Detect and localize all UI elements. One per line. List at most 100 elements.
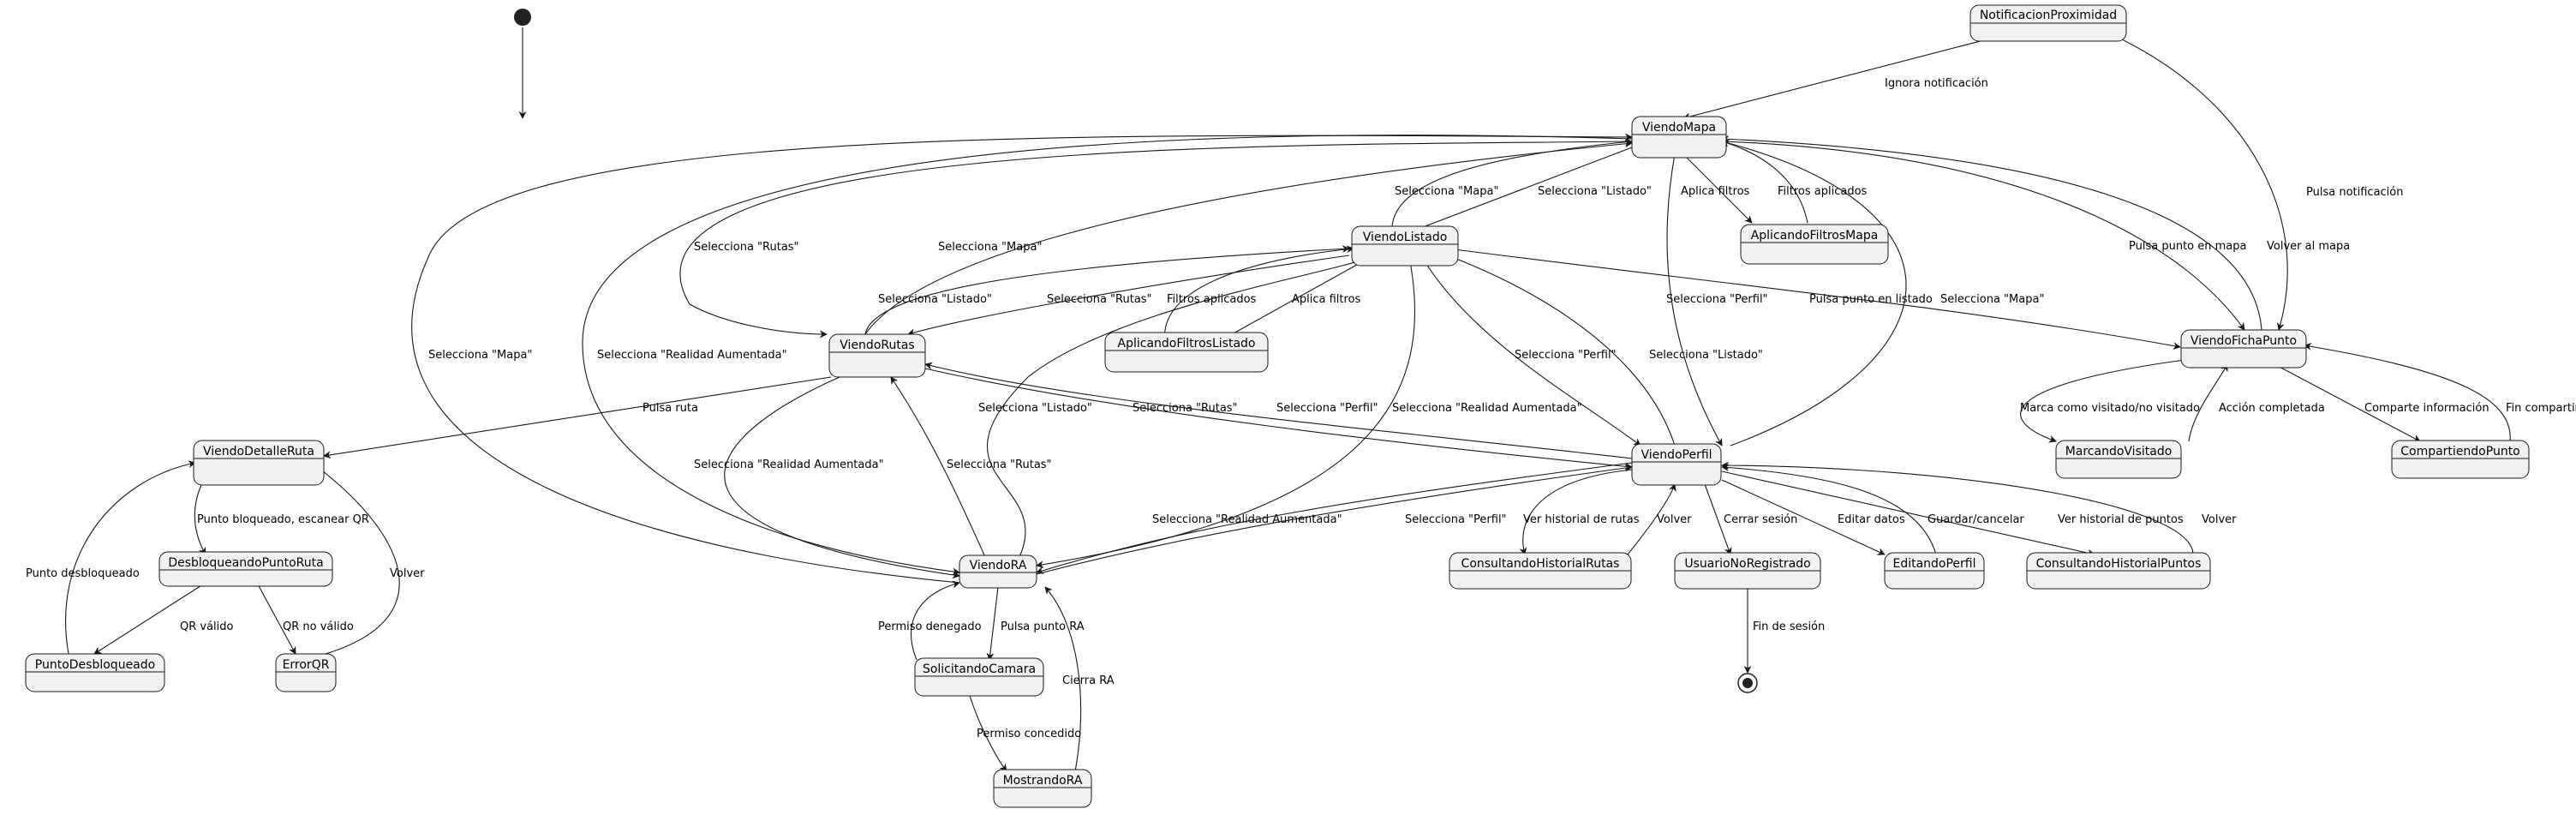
edge-perfil-historialrutas — [1519, 469, 1633, 555]
label-pulsa-punto-mapa: Pulsa punto en mapa — [2129, 240, 2246, 253]
state-label: ConsultandoHistorialRutas — [1461, 557, 1620, 571]
edge-mostrando-ra — [1044, 586, 1082, 772]
edge-historialrutas-perfil — [1627, 483, 1676, 555]
label-volver-historial-puntos: Volver — [2202, 513, 2237, 526]
transitions — [65, 27, 2511, 772]
state-solicitando-camara: SolicitandoCamara — [914, 657, 1044, 697]
state-editando-perfil: EditandoPerfil — [1884, 552, 1985, 590]
edge-ra-solicitando — [986, 586, 999, 661]
edge-ra-mapa — [411, 133, 1633, 584]
edge-notif-ficha — [2107, 32, 2288, 331]
edge-perfil-editando — [1721, 479, 1886, 555]
label-pulsa-punto-listado: Pulsa punto en listado — [1809, 293, 1933, 306]
state-viendo-ra: ViendoRA — [959, 554, 1037, 589]
edge-mapa-listado — [1404, 147, 1633, 236]
label-rutas-mapa: Selecciona "Mapa" — [938, 241, 1042, 254]
label-pulsa-notificacion: Pulsa notificación — [2306, 186, 2404, 199]
edge-historialpuntos-perfil — [1721, 461, 2194, 555]
state-viendo-mapa: ViendoMapa — [1631, 116, 1727, 159]
label-rutas-perfil: Selecciona "Perfil" — [1276, 402, 1378, 415]
state-viendo-rutas: ViendoRutas — [828, 333, 926, 378]
label-mapa-rutas: Selecciona "Rutas" — [694, 241, 799, 254]
label-ra-rutas: Selecciona "Rutas" — [947, 458, 1052, 471]
label-pulsa-punto-ra: Pulsa punto RA — [1001, 620, 1085, 633]
label-qr-no-valido: QR no válido — [283, 620, 354, 633]
label-rutas-ra: Selecciona "Realidad Aumentada" — [694, 458, 884, 471]
label-listado-ra: Selecciona "Realidad Aumentada" — [1392, 402, 1582, 415]
label-aplica-filtros-listado: Aplica filtros — [1292, 293, 1361, 306]
edge-listado-mapa — [1391, 138, 1633, 235]
state-label: MarcandoVisitado — [2065, 445, 2173, 458]
state-notificacion-proximidad: NotificacionProximidad — [1969, 4, 2127, 42]
state-label: NotificacionProximidad — [1980, 9, 2117, 22]
edge-perfil-ra — [1036, 462, 1633, 574]
label-perfil-rutas: Selecciona "Rutas" — [1133, 402, 1238, 415]
label-aplica-filtros-mapa: Aplica filtros — [1681, 185, 1750, 198]
state-label: MostrandoRA — [1003, 774, 1083, 788]
label-punto-bloqueado: Punto bloqueado, escanear QR — [197, 513, 369, 526]
state-label: ViendoListado — [1363, 231, 1448, 244]
state-label: ErrorQR — [283, 658, 330, 672]
edge-desbloqueando-error — [256, 582, 296, 655]
edge-filtroslistado-listado — [1164, 245, 1354, 344]
state-label: AplicandoFiltrosListado — [1118, 337, 1256, 351]
label-filtros-aplicados-mapa: Filtros aplicados — [1778, 185, 1868, 198]
label-listado-perfil: Selecciona "Perfil" — [1515, 349, 1617, 362]
edge-filtrosmapa-mapa — [1721, 140, 1808, 224]
state-mostrando-ra: MostrandoRA — [993, 769, 1092, 808]
label-volver-mapa: Volver al mapa — [2267, 240, 2350, 253]
label-rutas-listado: Selecciona "Listado" — [878, 293, 992, 306]
edge-error-detalle — [314, 464, 400, 655]
state-error-qr: ErrorQR — [275, 653, 337, 692]
edge-mapa-perfil — [1666, 153, 1723, 446]
edge-perfil-rutas — [924, 362, 1633, 459]
state-label: ViendoDetalleRuta — [203, 445, 314, 458]
label-qr-valido: QR válido — [180, 620, 234, 633]
edge-ra-listado — [986, 255, 1372, 558]
label-perfil-ra: Selecciona "Realidad Aumentada" — [1152, 513, 1342, 526]
state-viendo-perfil: ViendoPerfil — [1631, 443, 1722, 486]
state-usuario-no-registrado: UsuarioNoRegistrado — [1674, 552, 1821, 590]
label-pulsa-ruta: Pulsa ruta — [643, 402, 698, 415]
final-state — [1737, 673, 1758, 693]
state-marcando-visitado: MarcandoVisitado — [2055, 440, 2182, 479]
edge-perfil-noregistrado — [1704, 483, 1732, 555]
edge-mapa-ra — [582, 135, 1633, 576]
label-mapa-perfil: Selecciona "Perfil" — [1666, 293, 1768, 306]
edge-ra-perfil — [1036, 464, 1633, 575]
state-punto-desbloqueado: PuntoDesbloqueado — [25, 653, 165, 692]
label-volver-qr: Volver — [390, 567, 425, 580]
edge-listado-perfil — [1421, 256, 1641, 446]
label-cierra-ra: Cierra RA — [1062, 674, 1115, 687]
edge-notif-mapa — [1682, 32, 2014, 121]
label-volver-historial-rutas: Volver — [1657, 513, 1692, 526]
edge-compartiendo-ficha — [2304, 342, 2511, 442]
state-consultando-historial-puntos: ConsultandoHistorialPuntos — [2026, 552, 2211, 590]
edge-mapa-ficha — [1721, 141, 2245, 331]
edge-ficha-compartiendo — [2274, 363, 2421, 442]
edge-ficha-marcando — [2020, 359, 2185, 443]
label-ra-mapa: Selecciona "Mapa" — [428, 349, 532, 362]
state-viendo-listado: ViendoListado — [1351, 225, 1459, 267]
edge-rutas-ra — [724, 376, 960, 579]
label-editar-datos: Editar datos — [1838, 513, 1905, 526]
label-accion-completada: Acción completada — [2219, 402, 2325, 415]
state-label: ViendoFichaPunto — [2190, 334, 2297, 348]
edge-perfil-historialpuntos — [1721, 470, 2095, 557]
state-label: ViendoRA — [970, 559, 1027, 572]
edge-listado-ficha — [1447, 248, 2181, 350]
state-label: UsuarioNoRegistrado — [1684, 557, 1810, 571]
label-filtros-aplicados-listado: Filtros aplicados — [1167, 293, 1257, 306]
edge-desbloqueando-punto — [93, 582, 206, 655]
state-label: SolicitandoCamara — [923, 662, 1036, 676]
edge-listado-rutas — [907, 255, 1350, 337]
label-perfil-listado: Selecciona "Listado" — [1649, 349, 1763, 362]
state-label: DesbloqueandoPuntoRuta — [168, 556, 323, 570]
edge-solicitando-mostrando — [967, 689, 1007, 772]
edge-solicitando-ra — [911, 580, 960, 661]
label-ver-historial-rutas: Ver historial de rutas — [1523, 513, 1640, 526]
state-desbloqueando-punto-ruta: DesbloqueandoPuntoRuta — [158, 551, 333, 587]
state-label: ViendoPerfil — [1641, 448, 1712, 462]
label-ra-listado: Selecciona "Listado" — [978, 402, 1092, 415]
